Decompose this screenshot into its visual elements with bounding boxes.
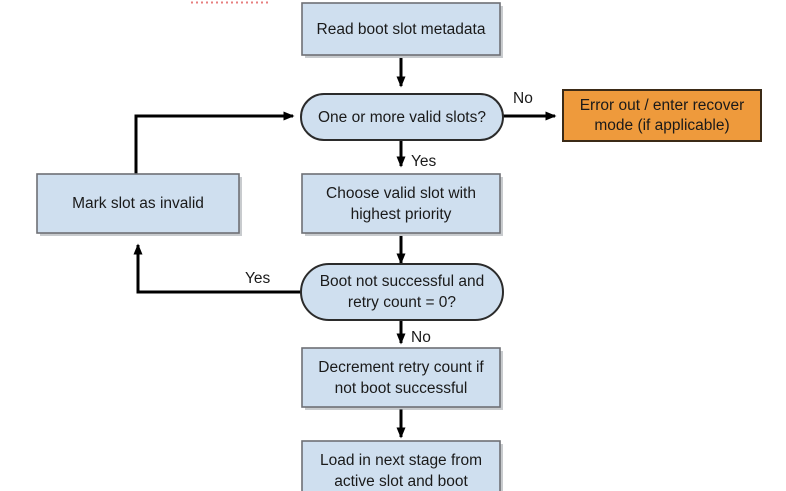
node-load-next-stage-active-slot[interactable]: Load in next stage from active slot and … bbox=[301, 440, 503, 491]
node-label-choose-line-1: Choose valid slot with bbox=[326, 185, 476, 202]
node-label-load-line-2: active slot and boot bbox=[334, 473, 468, 490]
node-one-or-more-valid-slots[interactable]: One or more valid slots? bbox=[300, 93, 504, 141]
edge-label-valid-slots-no: No bbox=[513, 90, 533, 107]
node-label-decrement-line-1: Decrement retry count if bbox=[318, 359, 484, 376]
edge-label-retry-no: No bbox=[411, 329, 431, 346]
node-label-load-line-1: Load in next stage from bbox=[320, 452, 482, 469]
node-label-error-line-2: mode (if applicable) bbox=[594, 117, 729, 134]
edge-label-retry-yes: Yes bbox=[245, 270, 271, 287]
node-error-out-enter-recover-mode[interactable]: Error out / enter recover mode (if appli… bbox=[562, 89, 762, 142]
node-label-decrement-line-2: not boot successful bbox=[335, 380, 468, 397]
connector-mark-invalid-to-valid-slots bbox=[134, 111, 295, 174]
connector-retry-yes-to-mark-invalid bbox=[133, 243, 301, 294]
node-choose-valid-slot-highest-priority[interactable]: Choose valid slot with highest priority bbox=[301, 173, 503, 236]
node-label-error-line-1: Error out / enter recover bbox=[580, 97, 745, 114]
node-label-retry-line-2: retry count = 0? bbox=[348, 294, 457, 311]
node-read-boot-slot-metadata[interactable]: Read boot slot metadata bbox=[301, 2, 503, 58]
node-label-read-boot-slot-metadata: Read boot slot metadata bbox=[317, 21, 486, 38]
node-decrement-retry-count[interactable]: Decrement retry count if not boot succes… bbox=[301, 347, 503, 410]
node-label-choose-line-2: highest priority bbox=[351, 206, 452, 223]
node-boot-not-successful-retry-zero[interactable]: Boot not successful and retry count = 0? bbox=[300, 263, 504, 321]
node-label-one-or-more-valid-slots: One or more valid slots? bbox=[318, 109, 486, 126]
node-mark-slot-as-invalid[interactable]: Mark slot as invalid bbox=[36, 173, 242, 236]
node-label-retry-line-1: Boot not successful and bbox=[320, 273, 485, 290]
edge-label-valid-slots-yes: Yes bbox=[411, 153, 437, 170]
node-label-mark-slot-as-invalid: Mark slot as invalid bbox=[72, 195, 204, 212]
